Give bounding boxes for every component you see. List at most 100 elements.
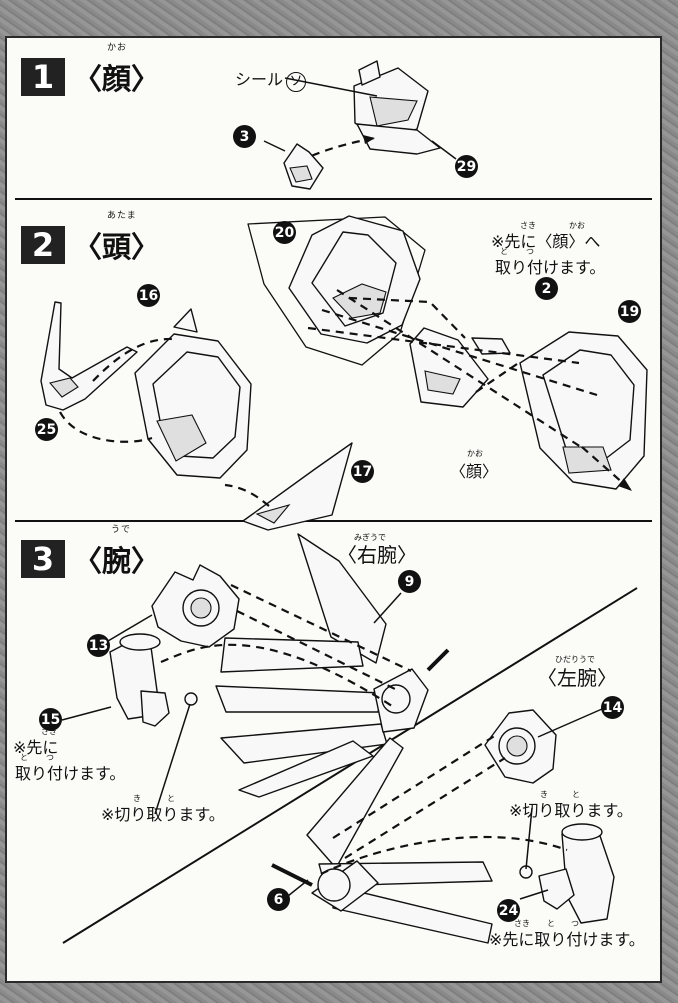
right-arm-wing-part-9 bbox=[215, 533, 450, 798]
step2-guide-2 bbox=[59, 411, 153, 443]
step3-guide-6 bbox=[320, 835, 568, 875]
step-2-title: あたま 〈頭〉 bbox=[73, 211, 161, 266]
step-3-number: 3 bbox=[21, 540, 65, 578]
ruby-to-1: と bbox=[500, 247, 508, 256]
ruby-tsu-3: つ bbox=[571, 919, 579, 928]
step3-guide-3 bbox=[160, 643, 393, 707]
left-arm-label: 〈左腕〉 bbox=[537, 666, 617, 690]
ruby-ki-1: き bbox=[133, 794, 141, 803]
part-16-badge: 16 bbox=[137, 284, 160, 307]
note-attach-face: 取り付けます。 bbox=[495, 258, 606, 277]
ruby-to-4: と bbox=[572, 790, 580, 799]
face-part-label: 〈顔〉 bbox=[450, 462, 499, 481]
face-head-part-29 bbox=[353, 60, 441, 155]
part9-leader bbox=[373, 592, 402, 624]
exploded-region-outline bbox=[247, 216, 426, 366]
step3-guide-5 bbox=[344, 757, 506, 859]
note-attach-first-left-2: 取り付けます。 bbox=[15, 764, 126, 783]
ruby-tsu-2: つ bbox=[46, 753, 54, 762]
sticker-label-text: シール bbox=[235, 70, 284, 89]
part-29-badge: 29 bbox=[455, 155, 478, 178]
step-1-separator bbox=[15, 198, 652, 200]
ruby-to-2: と bbox=[20, 753, 28, 762]
step-2-heading: 2 あたま 〈頭〉 bbox=[21, 211, 161, 266]
face-part-3 bbox=[283, 143, 324, 190]
ruby-migiude: みぎうで bbox=[354, 533, 386, 542]
ruby-tsu-1: つ bbox=[526, 247, 534, 256]
ruby-to-3: と bbox=[167, 794, 175, 803]
step-3-title: うで 〈腕〉 bbox=[73, 525, 161, 580]
sticker-label: シールソ bbox=[235, 66, 307, 92]
note-attach-first-left: ※先に bbox=[13, 738, 59, 757]
part-19-badge: 19 bbox=[618, 300, 641, 323]
step-1-heading: 1 かお 〈顔〉 bbox=[21, 43, 161, 98]
step-3-title-text: 〈腕〉 bbox=[73, 544, 161, 578]
ruby-saki-2: さき bbox=[41, 727, 57, 736]
step3-guide-2 bbox=[236, 610, 400, 692]
part29-leader-line bbox=[431, 140, 457, 160]
ruby-saki-3: さき bbox=[514, 919, 530, 928]
step-2-separator bbox=[15, 520, 652, 522]
left-cut-leader bbox=[525, 807, 533, 870]
head-part-19 bbox=[519, 331, 648, 490]
part14-leader bbox=[537, 708, 603, 738]
step-1-ruby: かお bbox=[107, 43, 128, 53]
step2-guide-3 bbox=[224, 483, 270, 507]
right-arm-label: 〈右腕〉 bbox=[337, 543, 417, 567]
part-15-badge: 15 bbox=[39, 708, 62, 731]
step1-arrow-head bbox=[363, 135, 375, 144]
part-9-badge: 9 bbox=[398, 570, 421, 593]
part-24-badge: 24 bbox=[497, 899, 520, 922]
ruby-hidariude: ひだりうで bbox=[555, 655, 595, 664]
ruby-kao-2: かお bbox=[467, 449, 483, 458]
part-20-badge: 20 bbox=[273, 221, 296, 244]
face-part-2 bbox=[409, 327, 511, 408]
part-25-badge: 25 bbox=[35, 418, 58, 441]
right-arm-fin-part-13 bbox=[151, 564, 240, 648]
step2-guide-4 bbox=[307, 326, 580, 365]
note-cut-off-left: ※切り取ります。 bbox=[101, 805, 225, 824]
sticker-leader-line bbox=[284, 77, 378, 97]
part6-leader bbox=[287, 879, 309, 897]
step-1-number: 1 bbox=[21, 58, 65, 96]
note-face-first: ※先に〈顔〉へ bbox=[491, 232, 601, 251]
ruby-ki-2: き bbox=[540, 790, 548, 799]
assembly-diagram bbox=[40, 60, 648, 944]
part-13-badge: 13 bbox=[87, 634, 110, 657]
step-2-ruby: あたま bbox=[107, 211, 137, 221]
left-arm-wing-part-6 bbox=[271, 737, 493, 944]
step-1-title-text: 〈顔〉 bbox=[73, 62, 161, 96]
part-6-badge: 6 bbox=[267, 888, 290, 911]
right-hand-part-15 bbox=[109, 633, 170, 727]
part-2-badge: 2 bbox=[535, 277, 558, 300]
ruby-saki-1: さき bbox=[520, 221, 536, 230]
left-hand-part-24 bbox=[538, 823, 615, 924]
part13-leader bbox=[107, 614, 153, 642]
instruction-sheet: 1 かお 〈顔〉 シールソ 3 29 2 あたま 〈頭〉 20 16 25 17… bbox=[5, 36, 662, 983]
step-1-title: かお 〈顔〉 bbox=[73, 43, 161, 98]
step3-guide-1 bbox=[230, 584, 412, 672]
step2-guide-7 bbox=[348, 296, 466, 339]
left-arm-fin-part-14 bbox=[484, 709, 557, 784]
antenna-part-25 bbox=[40, 301, 138, 411]
step-2-title-text: 〈頭〉 bbox=[73, 230, 161, 264]
note-cut-off-right: ※切り取ります。 bbox=[509, 801, 633, 820]
part3-leader-line bbox=[263, 140, 286, 152]
right-cut-gate bbox=[184, 692, 198, 706]
ruby-to-5: と bbox=[547, 919, 555, 928]
step2-guide-5 bbox=[321, 308, 598, 397]
part-3-badge: 3 bbox=[233, 125, 256, 148]
step2-guide-1 bbox=[92, 337, 174, 382]
step2-guide-9 bbox=[581, 446, 633, 492]
head-part-16 bbox=[134, 308, 252, 479]
part-14-badge: 14 bbox=[601, 696, 624, 719]
note-attach-first-right: ※先に取り付けます。 bbox=[489, 930, 645, 949]
step-2-number: 2 bbox=[21, 226, 65, 264]
part-17-badge: 17 bbox=[351, 460, 374, 483]
crest-part-17 bbox=[242, 442, 353, 531]
right-cut-leader bbox=[154, 703, 191, 815]
ruby-kao-1: かお bbox=[569, 221, 585, 230]
step3-guide-4 bbox=[332, 734, 497, 839]
part24-leader bbox=[519, 889, 549, 900]
step2-guide-6 bbox=[336, 289, 582, 448]
